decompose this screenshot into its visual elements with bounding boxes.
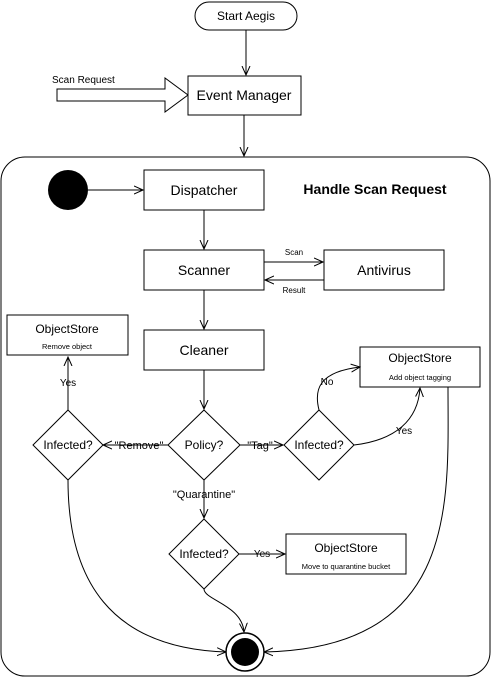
start-label: Start Aegis xyxy=(217,9,275,23)
objectstore-remove-subtitle: Remove object xyxy=(42,342,93,351)
tag-label: "Tag" xyxy=(247,440,273,452)
scan-request-label: Scan Request xyxy=(52,75,115,86)
dispatcher-box xyxy=(143,169,265,211)
event-manager-box xyxy=(187,75,302,116)
objectstore-tag-subtitle: Add object tagging xyxy=(389,373,451,382)
infected-tag-label: Infected? xyxy=(294,438,344,452)
scan-label: Scan xyxy=(285,248,303,257)
edge-remove-final xyxy=(67,479,226,652)
quarantine-label: "Quarantine" xyxy=(173,489,235,501)
yes-remove-label: Yes xyxy=(60,378,76,389)
objectstore-quarantine-box xyxy=(285,533,407,575)
yes-quarantine-label: Yes xyxy=(254,549,270,560)
cleaner-box xyxy=(143,329,265,371)
initial-node xyxy=(48,170,88,210)
scanner-label: Scanner xyxy=(178,262,230,278)
edge-tag-no xyxy=(316,367,360,411)
event-manager-label: Event Manager xyxy=(197,87,292,103)
infected-quarantine-label: Infected? xyxy=(179,547,229,561)
objectstore-tag-title: ObjectStore xyxy=(388,351,452,365)
edge-quarantine-final xyxy=(203,588,244,632)
final-node-core xyxy=(231,638,259,666)
edge-tag-final xyxy=(264,386,449,652)
scanner-box xyxy=(143,249,265,291)
antivirus-label: Antivirus xyxy=(357,262,411,278)
dispatcher-label: Dispatcher xyxy=(171,182,238,198)
no-tag-label: No xyxy=(321,377,334,388)
scan-request-arrow xyxy=(56,77,189,113)
cleaner-label: Cleaner xyxy=(179,342,228,358)
objectstore-remove-title: ObjectStore xyxy=(35,322,99,336)
infected-tag-diamond xyxy=(283,409,355,481)
objectstore-quarantine-title: ObjectStore xyxy=(314,541,378,555)
edge-tag-yes xyxy=(353,388,420,446)
objectstore-remove-box xyxy=(6,314,129,356)
objectstore-tag-box xyxy=(359,346,481,388)
result-label: Result xyxy=(283,286,306,295)
policy-label: Policy? xyxy=(185,438,224,452)
remove-label: "Remove" xyxy=(115,440,164,452)
antivirus-box xyxy=(323,249,445,291)
group-title: Handle Scan Request xyxy=(303,181,446,197)
infected-remove-label: Infected? xyxy=(43,438,93,452)
objectstore-quarantine-subtitle: Move to quarantine bucket xyxy=(302,562,391,571)
yes-tag-label: Yes xyxy=(396,426,412,437)
